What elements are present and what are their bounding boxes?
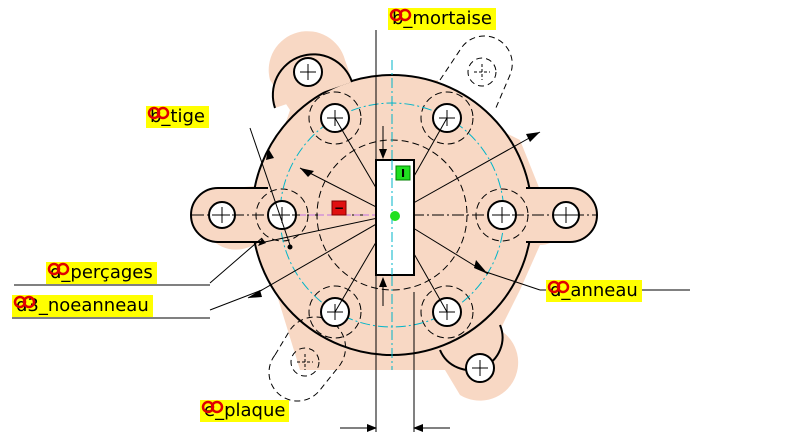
param-label-text: b_mortaise bbox=[392, 8, 492, 29]
link-rings-icon bbox=[47, 262, 70, 276]
param-label-b-mortaise[interactable]: b_mortaise bbox=[388, 8, 496, 30]
param-label-d-anneau[interactable]: d_anneau bbox=[546, 280, 642, 302]
param-label-text: d3_noeanneau bbox=[16, 295, 149, 316]
param-label-text: b_tige bbox=[150, 106, 205, 127]
red-marker[interactable]: − bbox=[331, 200, 347, 216]
center-point[interactable] bbox=[390, 211, 400, 221]
link-rings-icon bbox=[147, 106, 170, 120]
param-label-e-plaque[interactable]: e_plaque bbox=[200, 400, 290, 422]
param-label-text: d_anneau bbox=[550, 280, 638, 301]
param-label-text: e_plaque bbox=[204, 400, 286, 421]
param-label-d-percages[interactable]: d_perçages bbox=[46, 262, 157, 284]
plate-body[interactable] bbox=[190, 31, 598, 401]
dimension-arrowheads bbox=[248, 132, 540, 298]
ghost-lugs bbox=[268, 35, 513, 402]
param-label-b-tige[interactable]: b_tige bbox=[146, 106, 209, 128]
link-rings-icon bbox=[201, 400, 224, 414]
green-marker-text: I bbox=[401, 167, 405, 180]
dimension-lines bbox=[12, 30, 690, 432]
param-label-d3-noeanneau[interactable]: d3_noeanneau bbox=[12, 295, 153, 317]
link-rings-icon bbox=[389, 8, 412, 22]
param-label-text: d_perçages bbox=[50, 262, 153, 283]
red-marker-text: − bbox=[334, 201, 344, 215]
link-rings-icon bbox=[547, 280, 570, 294]
leader-dot bbox=[287, 244, 293, 250]
green-marker[interactable]: I bbox=[395, 165, 411, 181]
link-rings-icon bbox=[13, 295, 36, 309]
